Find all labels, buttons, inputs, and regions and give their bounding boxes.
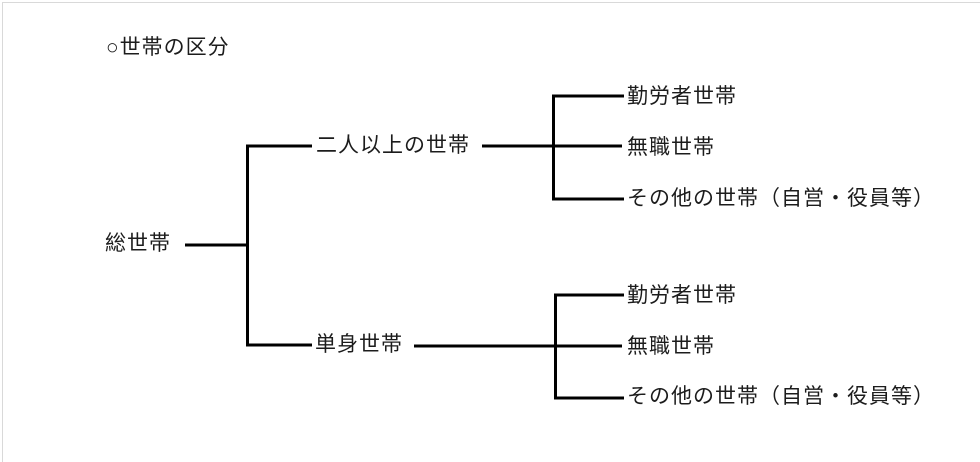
leaf-label-jobless-upper: 無職世帯 bbox=[627, 136, 715, 159]
leaf-label-jobless-lower: 無職世帯 bbox=[627, 335, 715, 358]
diagram-title: ○世帯の区分 bbox=[106, 36, 230, 59]
leaf-label-other-upper: その他の世帯（自営・役員等） bbox=[627, 187, 935, 210]
root-node-label: 総世帯 bbox=[105, 232, 171, 255]
leaf-label-worker-lower: 勤労者世帯 bbox=[627, 284, 737, 307]
leaf-label-other-lower: その他の世帯（自営・役員等） bbox=[627, 385, 935, 408]
leaf-label-worker-upper: 勤労者世帯 bbox=[627, 85, 737, 108]
branch-label-single-person: 単身世帯 bbox=[315, 333, 403, 356]
branch-label-two-or-more-person: 二人以上の世帯 bbox=[316, 134, 470, 157]
